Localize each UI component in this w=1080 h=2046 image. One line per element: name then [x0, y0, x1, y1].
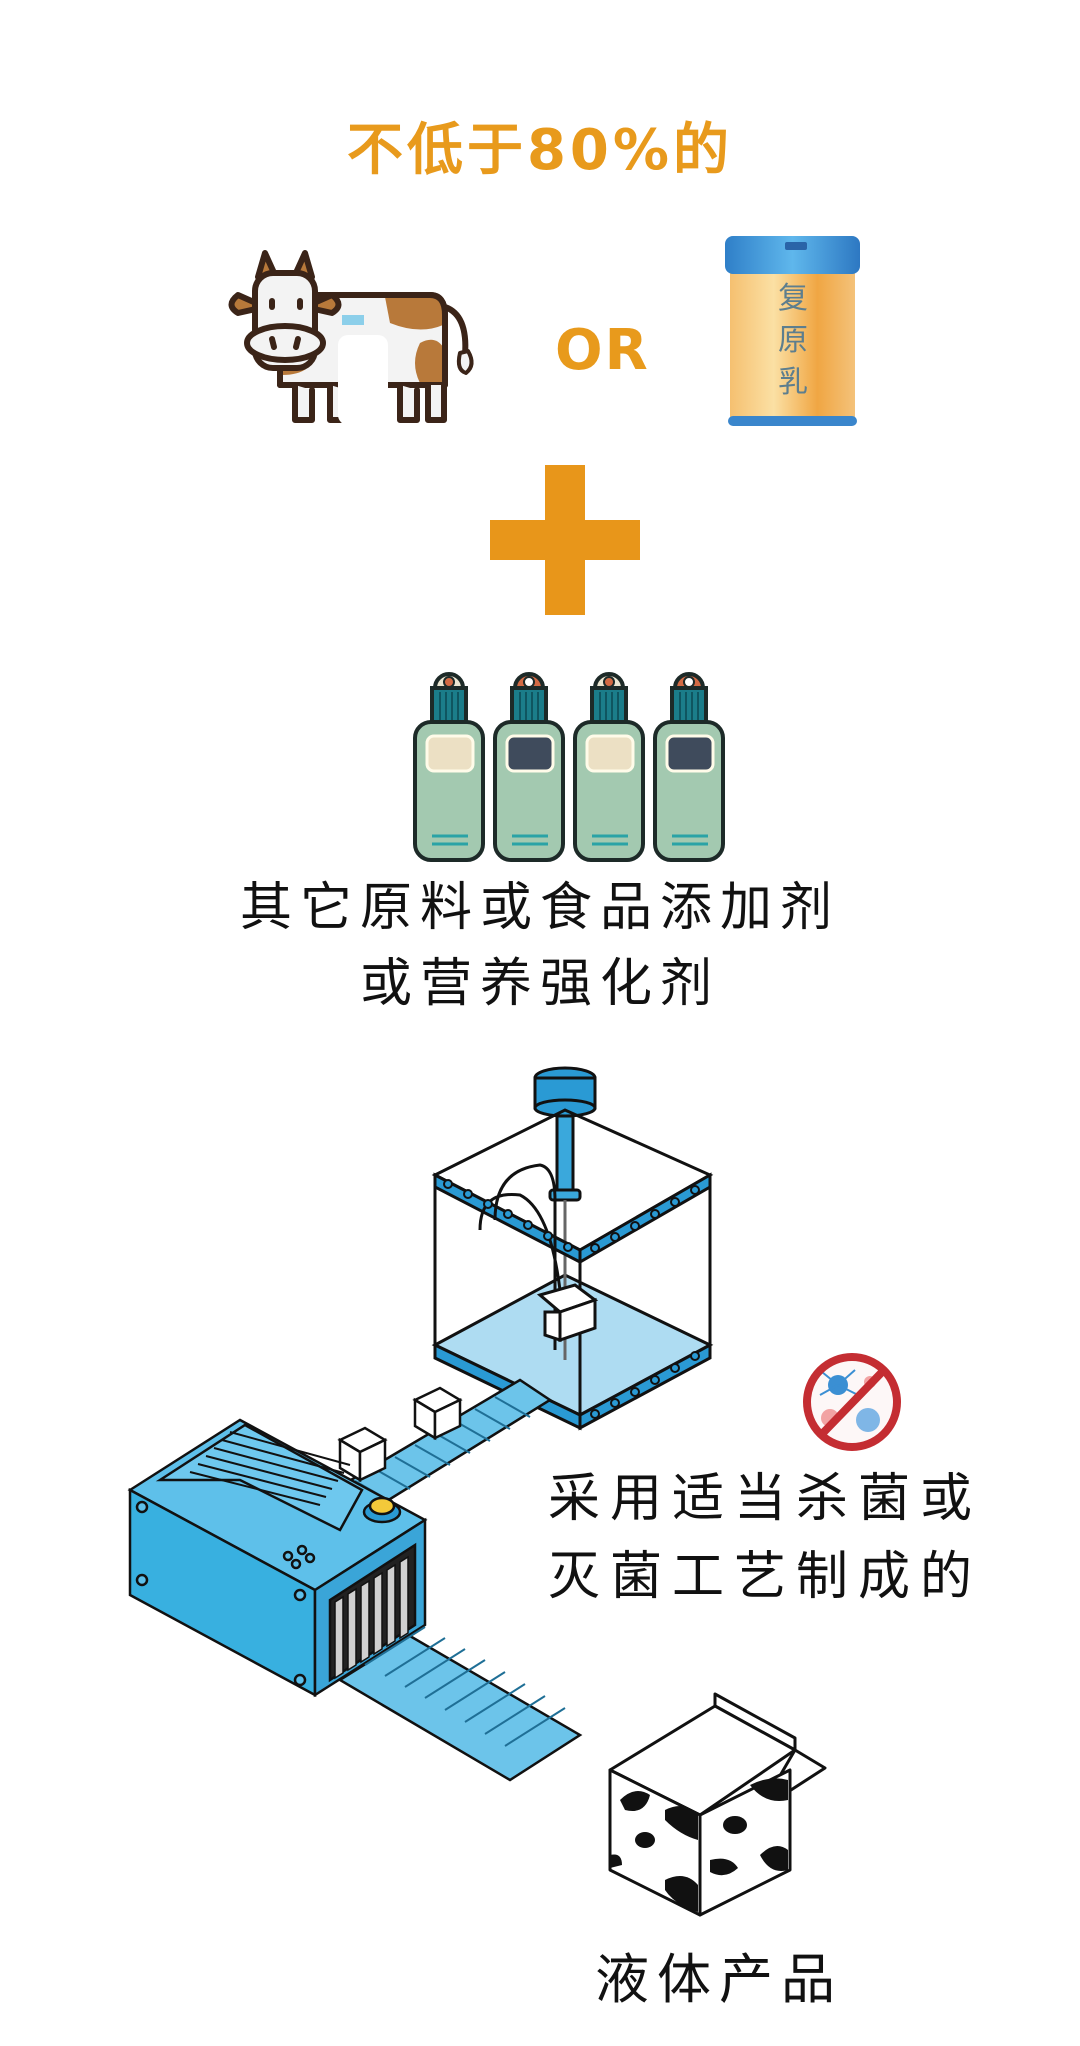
or-label: OR [555, 318, 650, 383]
can-label-char-3: 乳 [778, 365, 808, 400]
sterilization-machine-icon [127, 1378, 583, 1782]
additive-bottles-icon [413, 672, 725, 862]
process-caption-line2: 灭菌工艺制成的 [548, 1547, 983, 1607]
plus-icon [490, 465, 640, 615]
cow-icon [228, 250, 474, 425]
can-label-char-1: 复 [778, 281, 808, 316]
process-caption: 采用适当杀菌或 灭菌工艺制成的 [548, 1460, 982, 1616]
process-caption-line1: 采用适当杀菌或 [548, 1469, 983, 1529]
result-caption: 液体产品 [595, 1948, 843, 2011]
milk-powder-can-icon: 复 原 乳 [725, 236, 860, 426]
filling-machine-icon [431, 1066, 714, 1431]
title: 不低于80%的 [346, 118, 734, 183]
additives-caption-line1: 其它原料或食品添加剂 [239, 878, 840, 938]
no-bacteria-icon [803, 1353, 901, 1451]
can-label-char-2: 原 [778, 323, 808, 358]
additives-caption-line2: 或营养强化剂 [359, 954, 720, 1014]
additives-caption: 其它原料或食品添加剂 或营养强化剂 [0, 870, 1080, 1022]
milk-carton-icon [608, 1692, 827, 1917]
